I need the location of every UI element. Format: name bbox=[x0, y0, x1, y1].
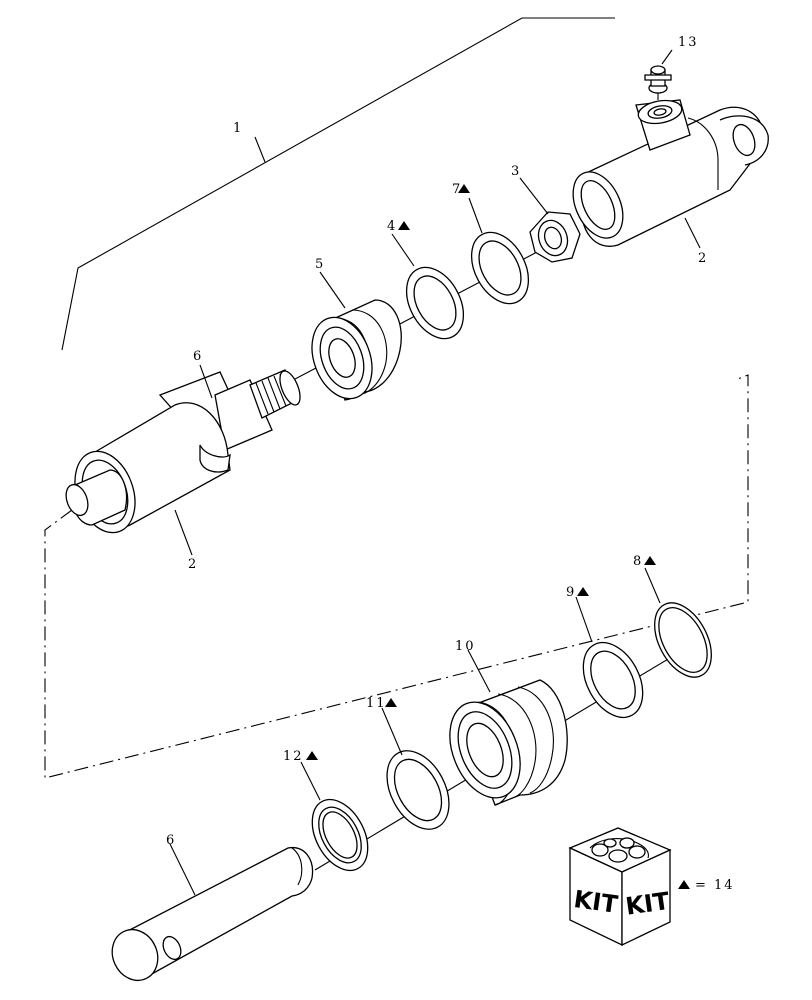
callout-6-lower: 6 bbox=[166, 833, 176, 848]
triangle-icon bbox=[644, 556, 656, 565]
ring-8 bbox=[654, 602, 712, 678]
kit-legend: = 14 bbox=[678, 878, 735, 893]
ring-7 bbox=[470, 231, 530, 305]
kit-box-left-label: KIT bbox=[572, 885, 620, 919]
callout-6-upper: 6 bbox=[193, 349, 203, 364]
kit-legend-text: = 14 bbox=[695, 878, 735, 893]
callout-13: 13 bbox=[678, 35, 699, 50]
callout-12: 12 bbox=[283, 749, 304, 764]
callouts: 1 13 3 7 4 5 6 2 2 8 9 10 11 12 6 bbox=[166, 35, 708, 848]
callout-1: 1 bbox=[233, 121, 243, 136]
piston-10 bbox=[449, 679, 568, 806]
triangle-icon bbox=[306, 751, 318, 760]
ring-9 bbox=[582, 641, 644, 719]
piston-5 bbox=[311, 299, 402, 401]
callout-3: 3 bbox=[511, 164, 521, 179]
phantom-outline bbox=[44, 374, 749, 779]
triangle-icon bbox=[398, 221, 410, 230]
callout-10: 10 bbox=[455, 639, 476, 654]
rod-lower bbox=[111, 847, 314, 981]
triangle-icon bbox=[458, 184, 470, 193]
triangle-icon bbox=[577, 587, 589, 596]
callout-8: 8 bbox=[633, 554, 643, 569]
nut bbox=[529, 211, 581, 263]
callout-2-lower: 2 bbox=[188, 557, 198, 572]
triangle-icon bbox=[385, 698, 397, 707]
kit-box-right-label: KIT bbox=[624, 887, 672, 921]
leader-lines bbox=[169, 49, 701, 896]
ring-4 bbox=[405, 266, 465, 340]
kit-box-icon: KIT KIT bbox=[568, 827, 672, 947]
barrel-end-upper bbox=[572, 99, 769, 247]
triangle-icon bbox=[678, 880, 690, 889]
callout-4: 4 bbox=[387, 219, 397, 234]
callout-2-upper: 2 bbox=[698, 251, 708, 266]
callout-11: 11 bbox=[366, 696, 387, 711]
ring-12 bbox=[311, 798, 369, 872]
assembly-bracket bbox=[61, 17, 615, 351]
grease-fitting bbox=[644, 65, 672, 100]
barrel-lower bbox=[65, 402, 231, 534]
callout-9: 9 bbox=[566, 585, 576, 600]
callout-7: 7 bbox=[452, 182, 462, 197]
rod-upper bbox=[158, 369, 301, 451]
kit-markers bbox=[306, 184, 656, 760]
callout-5: 5 bbox=[315, 257, 325, 272]
ring-11 bbox=[386, 750, 450, 830]
